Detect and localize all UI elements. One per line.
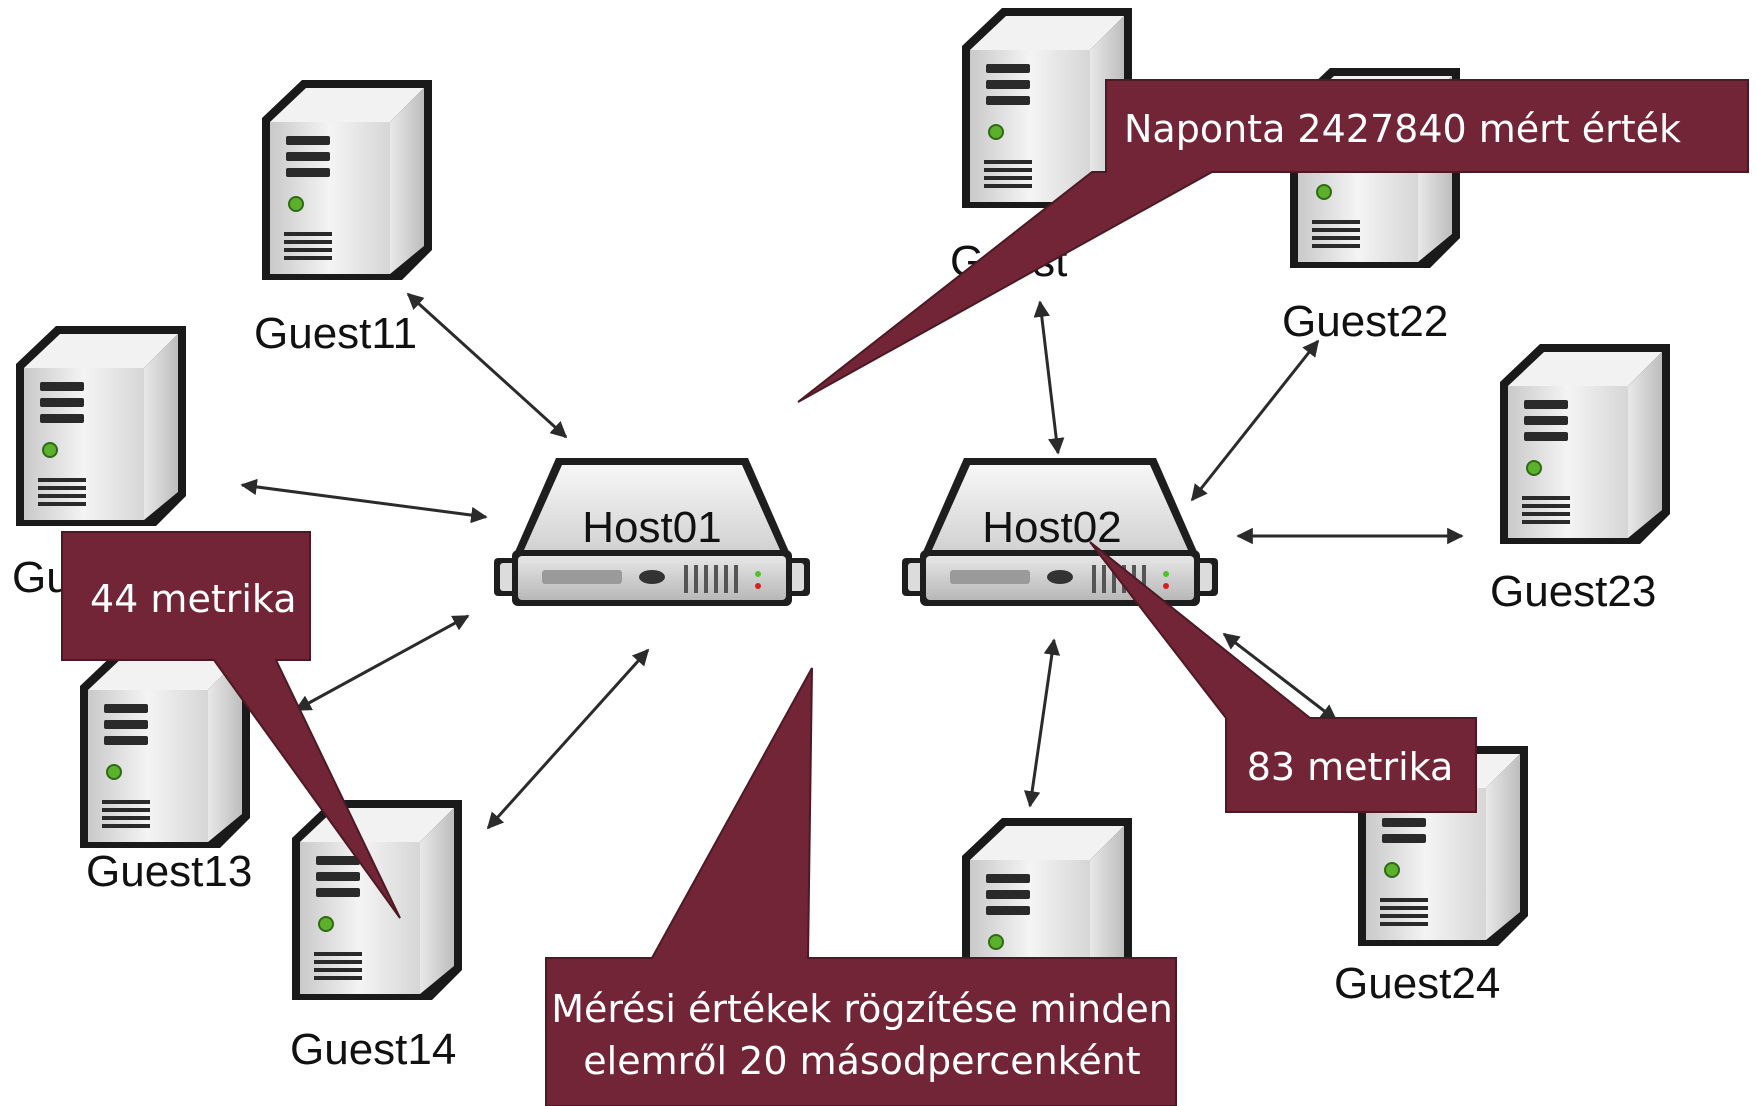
link-guest22-host02 [1190, 339, 1320, 502]
guest12-server-icon [15, 325, 187, 527]
guest23-label: Guest23 [1490, 567, 1656, 616]
guest12-label: Gu [12, 553, 71, 602]
link-guest24-host02 [1222, 632, 1338, 722]
link-guest12-host01 [240, 478, 488, 524]
link-guest21-host02 [1033, 300, 1065, 455]
guest13-label: Guest13 [86, 847, 252, 896]
guest24-label: Guest24 [1334, 959, 1500, 1008]
host02-label: Host02 [982, 503, 1121, 552]
callout-host02-metrics: 83 metrika [1089, 541, 1477, 813]
callout-sampling-line1: Mérési értékek rögzítése minden [551, 987, 1173, 1031]
callout-host01-metrics-text: 44 metrika [90, 577, 297, 621]
callout-host02-metrics-text: 83 metrika [1247, 745, 1454, 789]
callout-sampling-line2: elemről 20 másodpercenként [583, 1039, 1140, 1083]
link-guest25-host02 [1023, 638, 1061, 808]
guest11-label: Guest11 [254, 309, 417, 358]
callout-daily: Naponta 2427840 mért érték [797, 79, 1749, 403]
host01-label: Host01 [582, 503, 721, 552]
guest11-server-icon [261, 79, 433, 281]
guest13-server-icon [79, 647, 251, 849]
guest14-server-icon [291, 799, 463, 1001]
link-guest11-host01 [406, 292, 568, 439]
guest22-label: Guest22 [1282, 297, 1448, 346]
callout-daily-text: Naponta 2427840 mért érték [1124, 107, 1681, 151]
guest14-label: Guest14 [290, 1025, 456, 1074]
link-guest14-host01 [486, 648, 650, 830]
link-guest13-host01 [294, 614, 470, 712]
callout-host01-metrics: 44 metrika [61, 531, 401, 919]
callout-sampling: Mérési értékek rögzítése minden elemről … [545, 667, 1177, 1106]
guest23-server-icon [1499, 343, 1671, 545]
